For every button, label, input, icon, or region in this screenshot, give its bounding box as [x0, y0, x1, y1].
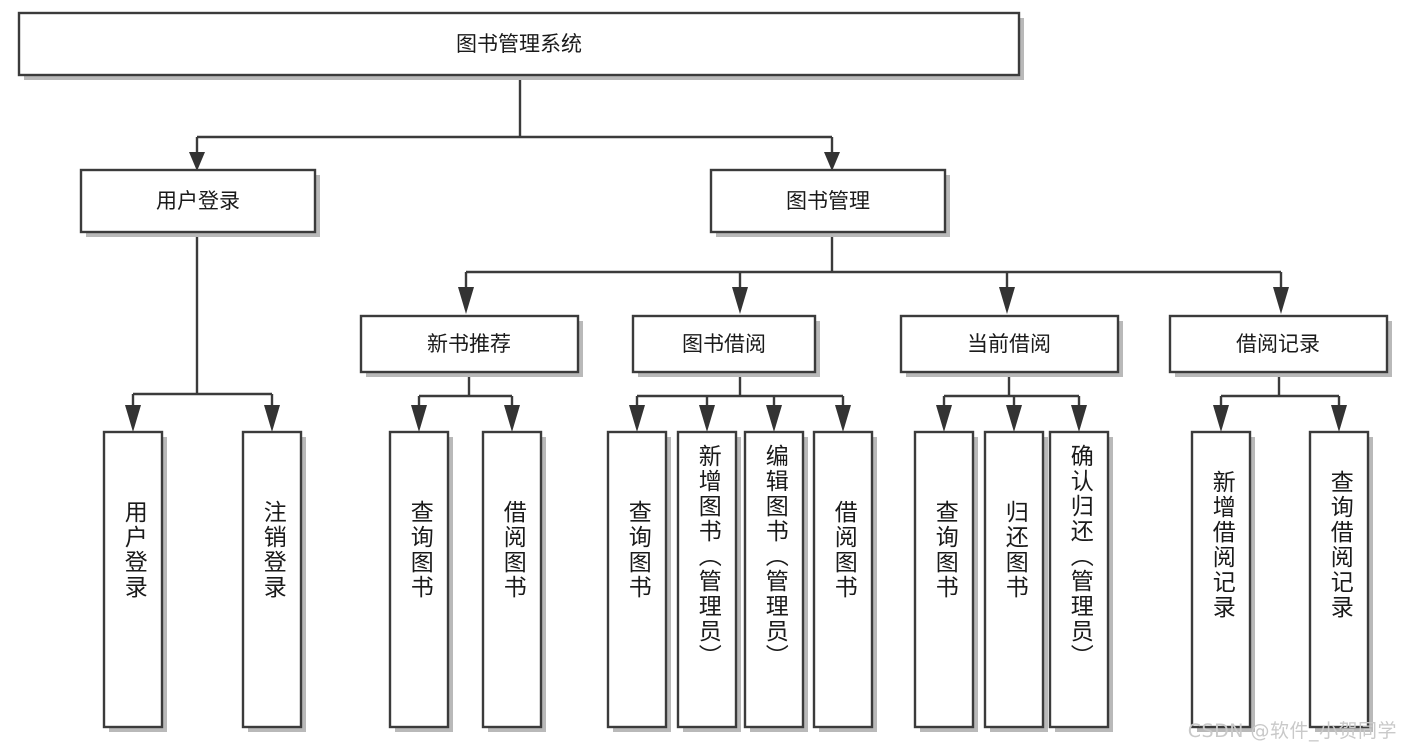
arrowhead-leaf-query-book-1: [411, 405, 427, 432]
node-user-login-label: 用户登录: [156, 189, 240, 213]
node-book-borrow[interactable]: 图书借阅: [631, 314, 820, 377]
csdn-watermark: CSDN @软件_小贺同学: [1187, 720, 1397, 742]
arrowhead-leaf-return-book: [1006, 405, 1022, 432]
node-bb-box[interactable]: [631, 314, 817, 374]
arrowhead-current-borrow: [999, 287, 1015, 314]
leaf-box-user-logout[interactable]: [241, 430, 303, 729]
node-new-book-recommend[interactable]: 新书推荐: [359, 314, 583, 377]
leaf-box-borrow-book-2[interactable]: [812, 430, 874, 729]
connector-group-root: [189, 78, 840, 171]
node-book-management[interactable]: 图书管理: [709, 168, 950, 237]
arrowhead-new-book-recommend: [458, 287, 474, 314]
leaf-box-confirm-return[interactable]: [1048, 430, 1110, 729]
node-borrow-record[interactable]: 借阅记录: [1168, 314, 1392, 377]
node-nbr-label: 新书推荐: [427, 332, 511, 356]
node-cb-label: 当前借阅: [967, 332, 1051, 356]
connector-group-book-management: [458, 233, 1289, 314]
connector-group-current-borrow: [936, 377, 1087, 432]
node-user-login-box[interactable]: [79, 168, 317, 234]
arrowhead-user-login: [189, 152, 205, 171]
arrowhead-leaf-query-record: [1331, 405, 1347, 432]
leaf-box-query-book-1[interactable]: [388, 430, 450, 729]
node-user-login[interactable]: 用户登录: [79, 168, 320, 237]
arrowhead-leaf-confirm-return: [1071, 405, 1087, 432]
arrowhead-leaf-add-book: [699, 405, 715, 432]
arrowhead-book-management: [824, 152, 840, 171]
leaf-box-query-book-2[interactable]: [606, 430, 668, 729]
node-nbr-box[interactable]: [359, 314, 580, 374]
arrowhead-leaf-add-record: [1213, 405, 1229, 432]
leaf-box-query-record[interactable]: [1308, 430, 1370, 729]
node-book-management-label: 图书管理: [786, 189, 870, 213]
arrowhead-book-borrow: [732, 287, 748, 314]
arrowhead-leaf-user-login: [125, 405, 141, 432]
connector-group-user-login: [125, 233, 280, 432]
node-current-borrow[interactable]: 当前借阅: [899, 314, 1123, 377]
leaf-box-user-login[interactable]: [102, 430, 164, 729]
arrowhead-leaf-borrow-book-1: [504, 405, 520, 432]
leaf-box-add-record[interactable]: [1190, 430, 1252, 729]
node-bb-label: 图书借阅: [682, 332, 766, 356]
node-book-management-box[interactable]: [709, 168, 947, 234]
arrowhead-borrow-record: [1273, 287, 1289, 314]
arrowhead-leaf-user-logout: [264, 405, 280, 432]
leaf-node-group: [102, 430, 1373, 732]
node-br-box[interactable]: [1168, 314, 1389, 374]
leaf-box-edit-book[interactable]: [743, 430, 805, 729]
connector-group-book-borrow: [629, 377, 851, 432]
connector-group-new-book-recommend: [411, 377, 520, 432]
node-br-label: 借阅记录: [1236, 332, 1320, 356]
connector-group-borrow-record: [1213, 377, 1347, 432]
node-cb-box[interactable]: [899, 314, 1120, 374]
leaf-box-add-book[interactable]: [676, 430, 738, 729]
arrowhead-leaf-query-book-2: [629, 405, 645, 432]
node-root-label: 图书管理系统: [456, 32, 582, 56]
arrowhead-leaf-edit-book: [766, 405, 782, 432]
leaf-box-query-book-3[interactable]: [913, 430, 975, 729]
arrowhead-leaf-borrow-book-2: [835, 405, 851, 432]
node-root[interactable]: 图书管理系统: [17, 11, 1024, 80]
leaf-box-borrow-book-1[interactable]: [481, 430, 543, 729]
leaf-box-return-book[interactable]: [983, 430, 1045, 729]
node-root-box[interactable]: [17, 11, 1021, 77]
arrowhead-leaf-query-book-3: [936, 405, 952, 432]
